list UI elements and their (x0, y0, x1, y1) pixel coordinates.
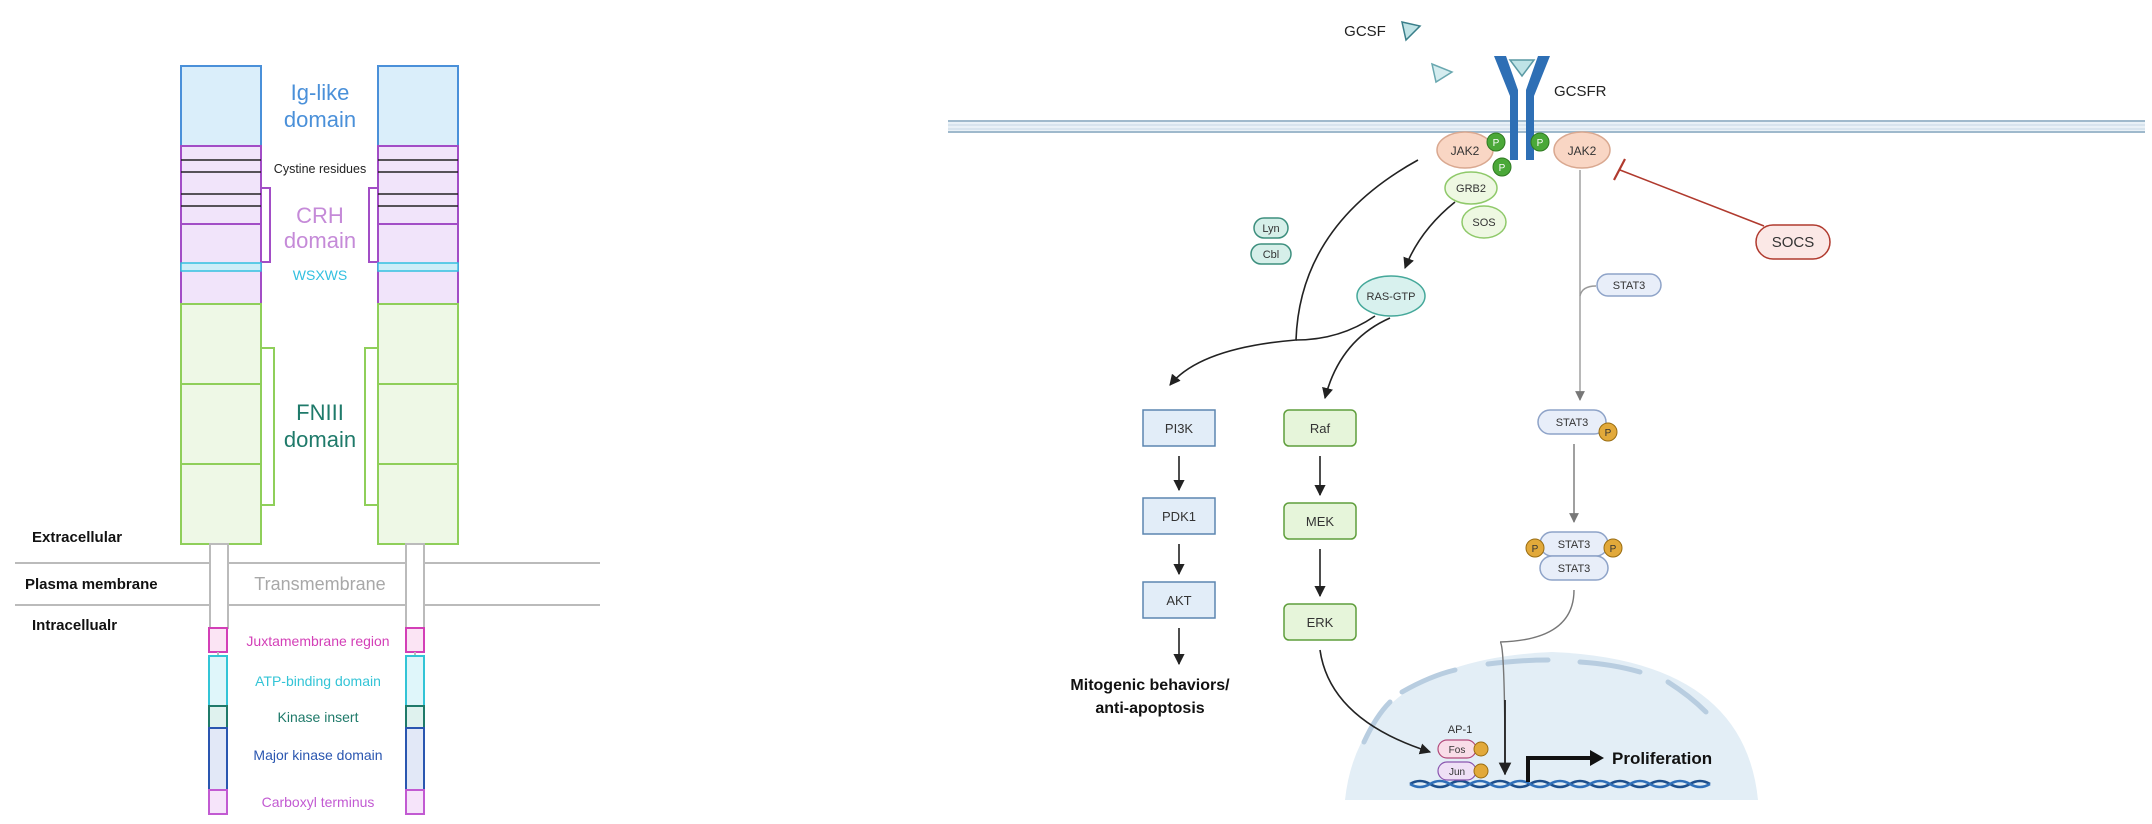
major-kinase-box (406, 728, 424, 790)
phosphate-icon (1474, 742, 1488, 756)
kinase-insert-box (209, 706, 227, 728)
phosphate-label: P (1605, 428, 1612, 439)
major-kinase-box (209, 728, 227, 790)
plasma-membrane-label: Plasma membrane (25, 576, 158, 593)
phosphate-label: P (1493, 138, 1500, 149)
intracellular-label: Intracellualr (32, 617, 117, 634)
phosphate-label: P (1610, 544, 1617, 555)
wsxws-label: WSXWS (293, 267, 347, 283)
kinase-insert-box (406, 706, 424, 728)
ig-like-box (181, 66, 261, 146)
fniii-bracket-left (262, 348, 274, 505)
jun-label: Jun (1449, 767, 1465, 778)
phosphate-icon (1474, 764, 1488, 778)
ig-like-label-line2: domain (284, 107, 356, 132)
fniii-label: FNIII (296, 400, 344, 425)
fos-label: Fos (1449, 745, 1466, 756)
crh-bracket-left (262, 188, 270, 262)
gcsf-label: GCSF (1344, 23, 1386, 40)
pi3k-label: PI3K (1165, 421, 1194, 436)
socs-inhibition-line (1620, 170, 1764, 226)
gcsf-ligand-icon (1402, 22, 1420, 40)
major-kinase-label: Major kinase domain (253, 747, 382, 763)
fniii-box (378, 384, 458, 464)
crh-label-line2: domain (284, 228, 356, 253)
crh-bracket-right (369, 188, 377, 262)
carboxyl-box (209, 790, 227, 814)
stat3-recruit-connector (1580, 286, 1596, 296)
wsxws-band (181, 263, 261, 271)
arrow-grb2-ras (1405, 202, 1455, 268)
arrow-ras-raf (1325, 318, 1390, 398)
carboxyl-label: Carboxyl terminus (262, 794, 375, 810)
lyn-label: Lyn (1262, 223, 1279, 235)
ap1-label: AP-1 (1448, 724, 1472, 736)
extracellular-label: Extracellular (32, 529, 122, 546)
gcsfr-label: GCSFR (1554, 83, 1607, 100)
ig-like-label: Ig-like (291, 80, 350, 105)
fniii-box (181, 304, 261, 384)
stat3-dimer-bottom-label: STAT3 (1558, 563, 1591, 575)
socs-inhibition-bar (1614, 159, 1625, 180)
grb2-label: GRB2 (1456, 183, 1486, 195)
outcome-label: Mitogenic behaviors/ (1070, 677, 1230, 694)
juxtamembrane-label: Juxtamembrane region (246, 633, 389, 649)
crh-label: CRH (296, 203, 344, 228)
transmembrane-segment (406, 544, 424, 628)
atp-binding-box (209, 656, 227, 706)
pdk1-label: PDK1 (1162, 509, 1196, 524)
raf-label: Raf (1310, 421, 1331, 436)
sos-label: SOS (1472, 217, 1495, 229)
transmembrane-segment (210, 544, 228, 628)
akt-label: AKT (1166, 593, 1191, 608)
ig-like-box (378, 66, 458, 146)
outcome-label-line2: anti-apoptosis (1095, 700, 1204, 717)
carboxyl-box (406, 790, 424, 814)
phosphate-label: P (1537, 138, 1544, 149)
ras-gtp-label: RAS-GTP (1367, 291, 1416, 303)
cystine-label: Cystine residues (274, 162, 366, 176)
nucleus (1345, 652, 1758, 800)
atp-binding-box (406, 656, 424, 706)
arrow-ras-branch (1296, 316, 1375, 340)
proliferation-label: Proliferation (1612, 749, 1712, 768)
fniii-box (181, 384, 261, 464)
receptor-column-right (378, 66, 458, 814)
mek-label: MEK (1306, 514, 1335, 529)
phosphate-label: P (1532, 544, 1539, 555)
fniii-box (378, 304, 458, 384)
transmembrane-label: Transmembrane (254, 574, 385, 594)
stat3-dimer-top-label: STAT3 (1558, 539, 1591, 551)
kinase-insert-label: Kinase insert (278, 709, 359, 725)
receptor-structure-panel: Ig-like domain Cystine residues CRH doma… (15, 66, 600, 814)
stat3-label: STAT3 (1613, 280, 1646, 292)
gcsf-ligand-icon (1432, 64, 1452, 82)
fniii-label-line2: domain (284, 427, 356, 452)
phosphate-label: P (1499, 163, 1506, 174)
stat3-phospho-label: STAT3 (1556, 417, 1589, 429)
erk-label: ERK (1307, 615, 1334, 630)
jak2-left-label: JAK2 (1451, 144, 1480, 158)
cbl-label: Cbl (1263, 249, 1280, 261)
atp-binding-label: ATP-binding domain (255, 673, 381, 689)
fniii-box (181, 464, 261, 544)
signaling-pathway-panel: GCSF GCSFR JAK2 JAK2 P P P GRB2 SOS Lyn … (948, 22, 2145, 800)
fniii-box (378, 464, 458, 544)
juxtamembrane-box (406, 628, 424, 652)
arrow-jak2-pi3k (1170, 160, 1418, 385)
fniii-bracket-right (365, 348, 377, 505)
receptor-column-left (181, 66, 261, 814)
juxtamembrane-box (209, 628, 227, 652)
jak2-right-label: JAK2 (1568, 144, 1597, 158)
socs-label: SOCS (1772, 234, 1815, 251)
cell-membrane (948, 121, 2145, 132)
wsxws-band (378, 263, 458, 271)
